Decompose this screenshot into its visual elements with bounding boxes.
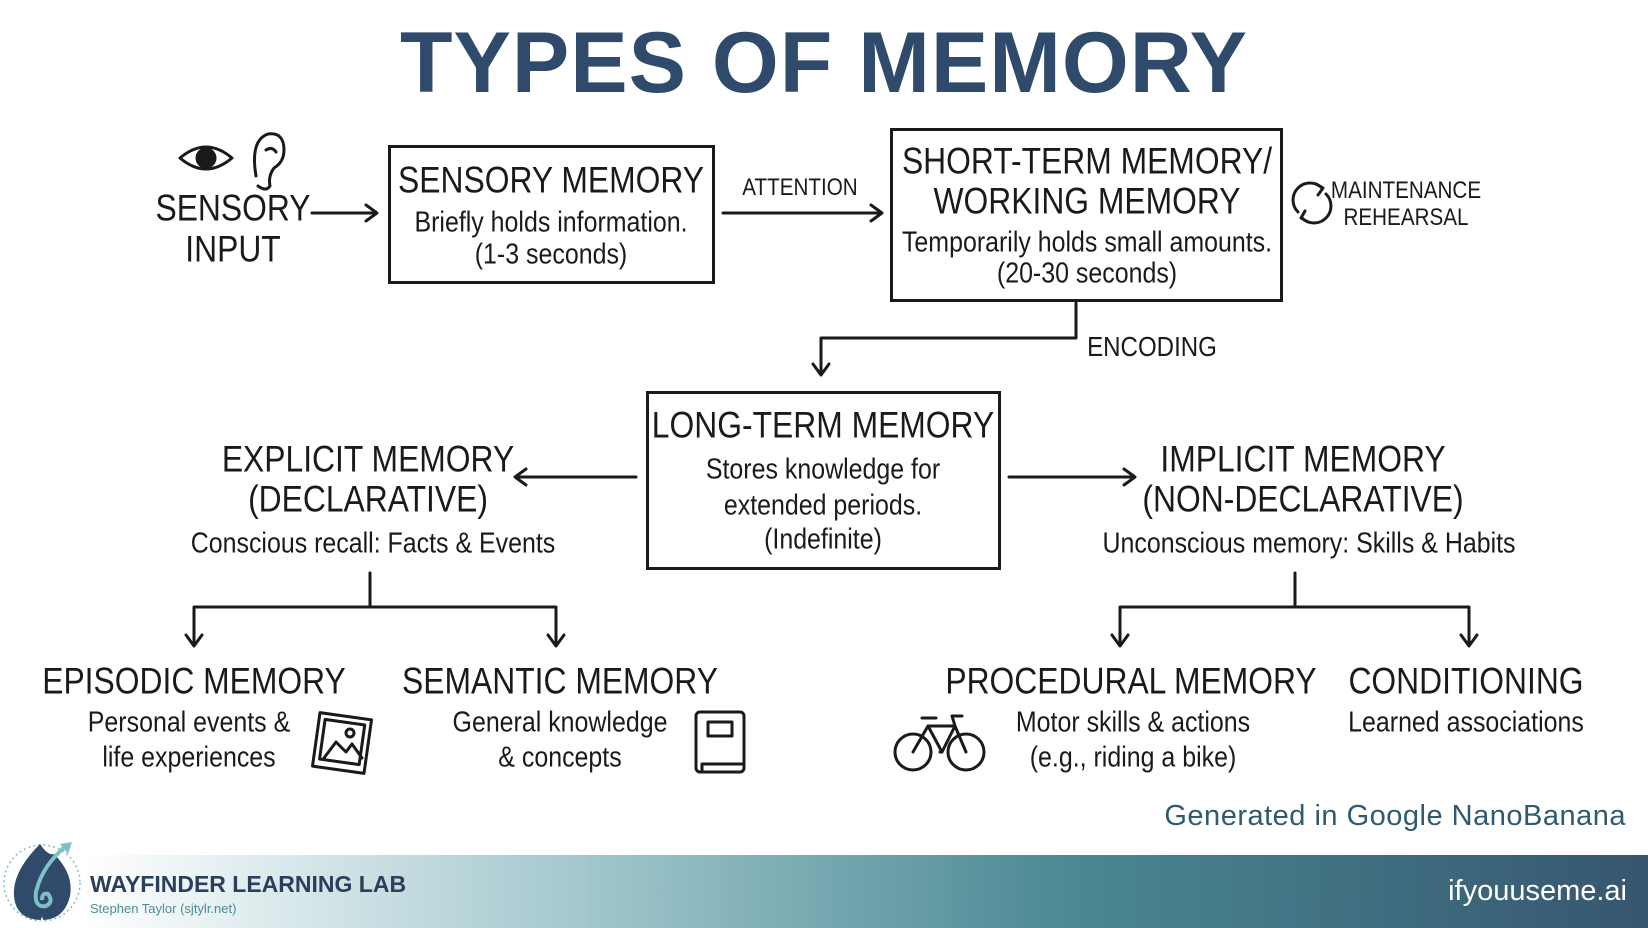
bicycle-icon (893, 714, 986, 772)
arrow-attention (721, 203, 884, 223)
short-term-desc: Temporarily holds small amounts. (901, 226, 1273, 259)
semantic-line1: General knowledge (452, 706, 668, 739)
episodic-line2: life experiences (102, 741, 276, 774)
explicit-title-2: (DECLARATIVE) (248, 478, 488, 520)
arrow-encoding (811, 301, 1078, 377)
book-icon (694, 710, 746, 774)
arrow-to-explicit (513, 467, 638, 487)
arrow-input-to-sensory (310, 203, 379, 223)
explicit-title-1: EXPLICIT MEMORY (221, 438, 515, 480)
short-term-duration: (20-30 seconds) (996, 257, 1178, 290)
rehearsal-line1: MAINTENANCE (1330, 177, 1482, 204)
sensory-memory-title: SENSORY MEMORY (398, 159, 704, 201)
short-term-title-1: SHORT-TERM MEMORY/ (901, 140, 1273, 182)
procedural-line1: Motor skills & actions (1015, 706, 1251, 739)
implicit-desc: Unconscious memory: Skills & Habits (1102, 527, 1516, 560)
sensory-memory-box (388, 145, 715, 284)
arrow-to-implicit (1007, 467, 1137, 487)
explicit-branch (184, 571, 566, 648)
credit-text: Generated in Google NanoBanana (1164, 800, 1626, 832)
short-term-title-2: WORKING MEMORY (933, 180, 1241, 222)
long-term-memory-box (646, 391, 1001, 570)
eye-icon (178, 145, 234, 171)
explicit-desc: Conscious recall: Facts & Events (190, 527, 556, 560)
conditioning-line1: Learned associations (1348, 706, 1584, 739)
rehearsal-line2: REHEARSAL (1343, 204, 1469, 231)
sensory-input-line2: INPUT (185, 228, 281, 270)
episodic-title: EPISODIC MEMORY (42, 660, 346, 702)
encoding-label: ENCODING (1087, 331, 1217, 362)
footer-author: Stephen Taylor (sjtylr.net) (90, 901, 237, 916)
procedural-line2: (e.g., riding a bike) (1029, 741, 1237, 774)
sensory-input-line1: SENSORY (155, 187, 311, 229)
implicit-title-2: (NON-DECLARATIVE) (1142, 478, 1464, 520)
sensory-memory-duration: (1-3 seconds) (474, 238, 628, 271)
short-term-memory-box (890, 128, 1283, 302)
wayfinder-logo-icon (3, 842, 81, 928)
conditioning-title: CONDITIONING (1348, 660, 1584, 702)
long-term-line1: Stores knowledge for (705, 453, 941, 486)
long-term-line3: (Indefinite) (764, 523, 882, 556)
sensory-memory-desc: Briefly holds information. (414, 206, 688, 239)
page-title: TYPES OF MEMORY (400, 15, 1248, 111)
footer-site-link[interactable]: ifyouuseme.ai (1448, 875, 1627, 907)
refresh-icon (1291, 181, 1333, 225)
semantic-line2: & concepts (498, 741, 622, 774)
photo-icon (310, 711, 374, 775)
long-term-title: LONG-TERM MEMORY (651, 404, 995, 446)
attention-label: ATTENTION (742, 174, 858, 201)
implicit-branch (1110, 571, 1479, 648)
ear-icon (253, 132, 286, 191)
implicit-title-1: IMPLICIT MEMORY (1160, 438, 1446, 480)
episodic-line1: Personal events & (87, 706, 291, 739)
semantic-title: SEMANTIC MEMORY (402, 660, 718, 702)
long-term-line2: extended periods. (723, 489, 923, 522)
procedural-title: PROCEDURAL MEMORY (945, 660, 1317, 702)
footer-brand: WAYFINDER LEARNING LAB (90, 871, 407, 897)
footer-banner: WAYFINDER LEARNING LAB Stephen Taylor (s… (0, 855, 1648, 928)
